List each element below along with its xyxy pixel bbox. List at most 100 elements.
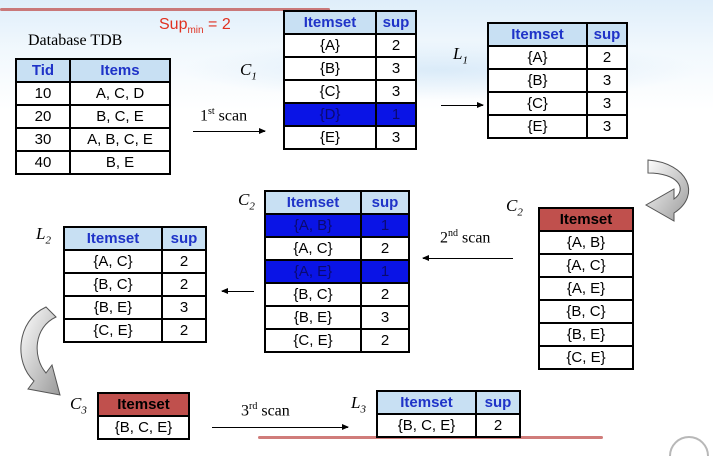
l3-table: Itemset sup {B, C, E}2 — [376, 390, 521, 438]
itemset-cell: {A} — [487, 45, 588, 70]
itemset-header: Itemset — [538, 207, 634, 232]
itemset-cell: {A, E} — [264, 259, 362, 284]
tid-header: Tid — [15, 58, 71, 83]
sup-cell: 3 — [586, 91, 628, 116]
sup-cell: 3 — [375, 125, 417, 150]
table-row: {D}1 — [283, 102, 417, 127]
c2-count-table: Itemset sup {A, B}1{A, C}2{A, E}1{B, C}2… — [264, 190, 410, 353]
table-row: {C, E}2 — [63, 318, 207, 343]
c3-candidate-table: Itemset {B, C, E} — [97, 392, 190, 440]
sup-cell: 3 — [586, 68, 628, 93]
itemset-cell: {A, B} — [264, 213, 362, 238]
tid-cell: 40 — [15, 150, 71, 175]
table-row: {A}2 — [283, 33, 417, 58]
label-l1: L1 — [453, 44, 468, 67]
itemset-cell: {A} — [283, 33, 377, 58]
table-row: {A}2 — [487, 45, 628, 70]
sup-cell: 3 — [161, 295, 207, 320]
database-title: Database TDB — [28, 32, 123, 49]
table-row: {B}3 — [487, 68, 628, 93]
scan-label-3: 3rd scan — [241, 401, 290, 420]
table-row: {B}3 — [283, 56, 417, 81]
itemset-cell: {C, E} — [63, 318, 163, 343]
itemset-cell: {B, E} — [538, 322, 634, 347]
itemset-cell: {A, B} — [538, 230, 634, 255]
arrow-c1-to-l1 — [441, 102, 484, 108]
label-l3: L3 — [351, 393, 366, 416]
l1-table: Itemset sup {A}2{B}3{C}3{E}3 — [487, 22, 628, 139]
table-row: {E}3 — [487, 114, 628, 139]
table-row: {C, E}2 — [264, 328, 410, 353]
table-row: {A, B} — [538, 230, 634, 255]
sup-header: sup — [586, 22, 628, 47]
table-row: {B, C, E} — [97, 415, 190, 440]
l2-table: Itemset sup {A, C}2{B, C}2{B, E}3{C, E}2 — [63, 226, 207, 343]
itemset-header: Itemset — [487, 22, 588, 47]
table-row: {C}3 — [487, 91, 628, 116]
table-row: {B, C}2 — [264, 282, 410, 307]
sup-cell: 2 — [586, 45, 628, 70]
curved-arrow-right-icon — [644, 159, 690, 222]
label-c3: C3 — [70, 394, 87, 417]
itemset-cell: {B, C} — [538, 299, 634, 324]
itemset-header: Itemset — [264, 190, 362, 215]
table-row: {B, C}2 — [63, 272, 207, 297]
table-row: {A, C}2 — [264, 236, 410, 261]
tid-cell: 20 — [15, 104, 71, 129]
table-row: {A, C}2 — [63, 249, 207, 274]
itemset-cell: {D} — [283, 102, 377, 127]
tid-cell: 10 — [15, 81, 71, 106]
sup-cell: 2 — [161, 249, 207, 274]
itemset-cell: {C, E} — [264, 328, 362, 353]
table-row: {C}3 — [283, 79, 417, 104]
sup-cell: 2 — [475, 413, 521, 438]
itemset-cell: {B} — [283, 56, 377, 81]
sup-cell: 2 — [360, 236, 410, 261]
table-row: {E}3 — [283, 125, 417, 150]
tid-cell: 30 — [15, 127, 71, 152]
sup-header: sup — [360, 190, 410, 215]
table-row: {A, E} — [538, 276, 634, 301]
sup-cell: 2 — [161, 272, 207, 297]
c1-table: Itemset sup {A}2{B}3{C}3{D}1{E}3 — [283, 10, 417, 150]
sup-cell: 2 — [375, 33, 417, 58]
arrow-first-scan — [193, 128, 266, 134]
sup-cell: 1 — [375, 102, 417, 127]
itemset-cell: {E} — [487, 114, 588, 139]
itemset-cell: {A, C} — [264, 236, 362, 261]
sup-cell: 2 — [360, 328, 410, 353]
sup-header: sup — [161, 226, 207, 251]
itemset-cell: {A, E} — [538, 276, 634, 301]
itemset-cell: {B, C, E} — [376, 413, 477, 438]
sup-cell: 3 — [375, 56, 417, 81]
scan-label-1: 1st scan — [200, 106, 248, 125]
table-row: {B, E}3 — [264, 305, 410, 330]
arrow-c2-to-l2 — [221, 288, 254, 294]
itemset-cell: {B, E} — [264, 305, 362, 330]
curved-arrow-left-icon — [20, 306, 61, 396]
sup-cell: 3 — [360, 305, 410, 330]
table-row: {B, C} — [538, 299, 634, 324]
items-cell: A, B, C, E — [69, 127, 171, 152]
table-row: {A, C} — [538, 253, 634, 278]
scan-label-2: 2nd scan — [440, 228, 491, 247]
arrow-second-scan — [422, 255, 513, 261]
itemset-cell: {B} — [487, 68, 588, 93]
itemset-cell: {C} — [487, 91, 588, 116]
sup-header: sup — [475, 390, 521, 415]
sup-cell: 2 — [360, 282, 410, 307]
itemset-header: Itemset — [283, 10, 377, 35]
sup-cell: 3 — [586, 114, 628, 139]
sup-cell: 3 — [375, 79, 417, 104]
label-c2-right: C2 — [506, 196, 523, 219]
itemset-cell: {E} — [283, 125, 377, 150]
table-row: {B, E} — [538, 322, 634, 347]
sup-header: sup — [375, 10, 417, 35]
sup-cell: 2 — [161, 318, 207, 343]
label-l2: L2 — [36, 224, 51, 247]
arrow-third-scan — [212, 424, 349, 430]
itemset-header: Itemset — [97, 392, 190, 417]
